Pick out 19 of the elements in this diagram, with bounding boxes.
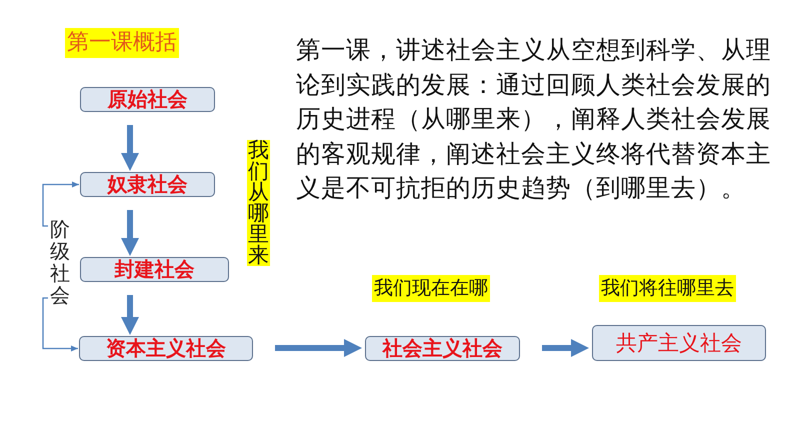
arrow (42, 182, 79, 227)
title: 第一课概括 (65, 28, 179, 58)
arrow (121, 210, 139, 256)
stage-box: 原始社会 (80, 87, 215, 112)
stage-box: 奴隶社会 (80, 172, 215, 197)
summary-paragraph: 第一课，讲述社会主义从空想到科学、从理论到实践的发展：通过回顾人类社会发展的历史进程（从哪里来），阐释人类社会发展的客观规律，阐述社会主义终将代替资本主义是不可抗拒的历史趋势（到哪里去）。 (296, 34, 772, 204)
stage-box: 资本主义社会 (79, 336, 253, 361)
question-label: 我们现在在哪 (372, 275, 490, 302)
vertical-label: 我们从哪里来 (247, 140, 270, 266)
arrow (121, 295, 139, 335)
arrow (121, 125, 139, 171)
arrow (42, 297, 78, 352)
stage-box: 社会主义社会 (365, 336, 520, 361)
arrow (275, 339, 362, 357)
vertical-label: 阶级社会 (48, 218, 72, 306)
arrow (542, 339, 589, 357)
stage-box: 封建社会 (80, 257, 229, 282)
question-label: 我们将往哪里去 (599, 275, 736, 302)
stage-box: 共产主义社会 (592, 325, 766, 361)
